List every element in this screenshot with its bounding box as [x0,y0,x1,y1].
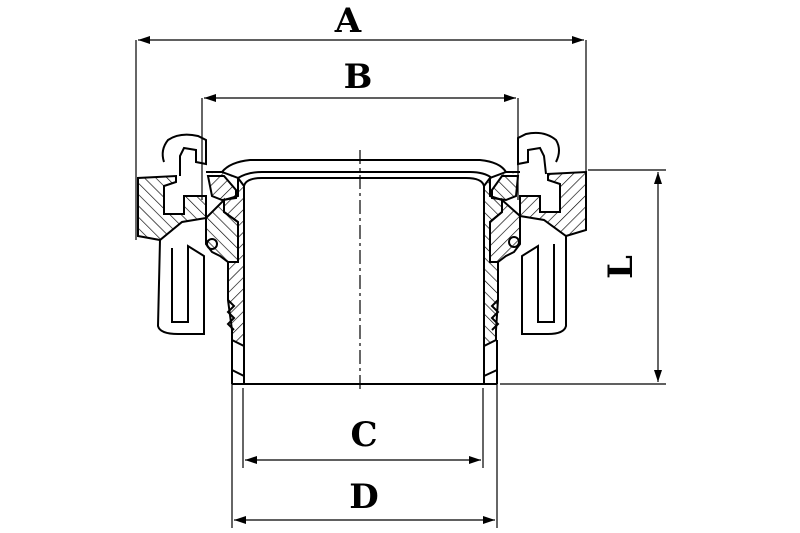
right-coupling-body [483,131,587,377]
dimension-a: A [135,1,587,240]
dimension-c: C [242,388,484,468]
dimension-label-c: C [350,415,377,455]
dimension-l: L [500,169,666,385]
dimension-label-d: D [349,477,378,517]
dimension-label-a: A [334,1,362,41]
dimension-label-b: B [344,57,373,97]
dimension-b: B [201,57,519,200]
dimension-label-l: L [601,255,641,279]
gasket-seat [221,159,507,187]
left-coupling-body [137,133,245,377]
pipe-bore [231,186,498,385]
dimension-d: D [231,384,498,528]
